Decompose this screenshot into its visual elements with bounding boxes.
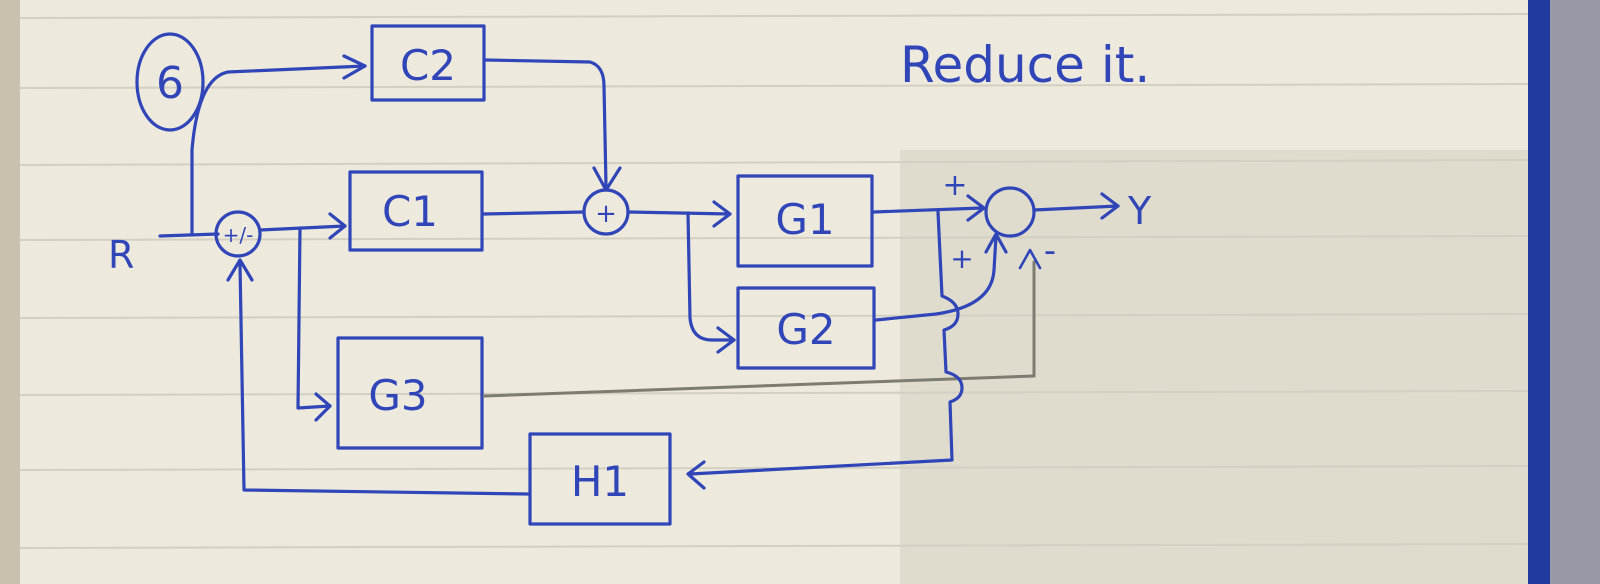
input-sum-bottom-arrowhead xyxy=(226,258,254,282)
g2-arrowhead xyxy=(716,326,736,354)
g3-arrowhead xyxy=(314,392,332,422)
g1-arrowhead xyxy=(712,200,732,228)
g1-feed-line xyxy=(626,210,732,216)
instruction-text: Reduce it. xyxy=(900,36,1150,94)
shadow-area xyxy=(900,150,1540,584)
output-sum-bottom-arrowhead xyxy=(984,232,1008,254)
g2-feed-line xyxy=(686,211,736,342)
output-summing-junction xyxy=(984,186,1036,238)
block-c1 xyxy=(348,170,484,252)
input-line xyxy=(158,232,220,238)
binder-edge xyxy=(1528,0,1550,584)
c1-output-line xyxy=(482,210,586,216)
block-g2 xyxy=(736,286,876,370)
input-junction-signs: +/- xyxy=(223,223,254,247)
g1-output-line xyxy=(872,206,984,214)
input-label-r: R xyxy=(108,233,134,277)
output-line xyxy=(1032,204,1120,212)
g3-output-line xyxy=(482,260,1036,398)
block-c2-label: C2 xyxy=(400,41,456,90)
problem-number: 6 xyxy=(156,58,184,109)
output-sum-left-arrowhead xyxy=(966,194,986,222)
block-h1-label: H1 xyxy=(571,457,629,506)
output-label-y: Y xyxy=(1127,189,1152,233)
sign-top-plus: + xyxy=(942,168,967,203)
c1-feed-line xyxy=(258,224,347,232)
block-c1-label: C1 xyxy=(382,187,438,236)
output-arrowhead xyxy=(1100,192,1120,220)
g3-feed-line xyxy=(296,226,332,410)
h1-arrowhead xyxy=(686,460,706,490)
block-g3 xyxy=(336,336,484,450)
sign-bottom-minus: - xyxy=(1044,231,1056,271)
block-g3-label: G3 xyxy=(368,371,427,420)
c2-output-line xyxy=(484,58,608,188)
middle-junction-sign: + xyxy=(595,199,617,229)
input-summing-junction xyxy=(214,210,262,258)
g2-output-line xyxy=(874,234,998,322)
block-c2 xyxy=(370,24,486,102)
block-g2-label: G2 xyxy=(776,305,835,354)
c2-feed-line xyxy=(190,64,367,236)
c2-arrowhead xyxy=(342,54,367,80)
sign-left-plus: + xyxy=(950,242,973,275)
binder-shadow xyxy=(1550,0,1600,584)
block-h1 xyxy=(528,432,672,526)
output-sum-right-arrowhead xyxy=(1018,248,1042,270)
block-g1-label: G1 xyxy=(775,195,834,244)
h1-feed-line xyxy=(688,210,964,476)
problem-number-circle xyxy=(135,32,205,132)
c1-arrowhead xyxy=(328,212,347,240)
block-g1 xyxy=(736,174,874,268)
feedback-return-line xyxy=(238,262,530,496)
